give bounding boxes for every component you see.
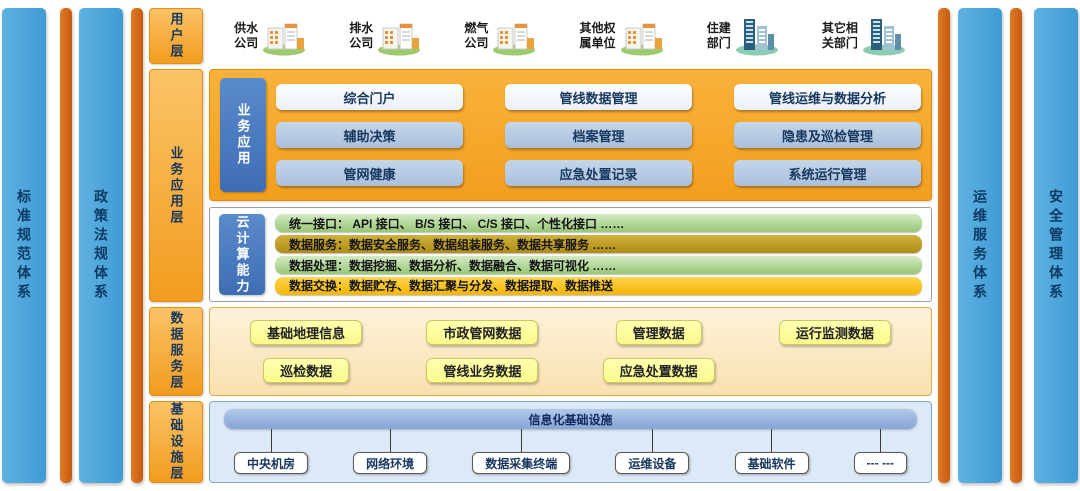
connector-line (771, 429, 772, 452)
cloud-row-data-processing: 数据处理：数据挖掘、数据分析、数据融合、数据可视化 …… (275, 256, 922, 274)
user-layer-label: 用户层 (149, 8, 203, 65)
entity-water-supply-company: 供水公司 (234, 16, 307, 56)
infra-item-button: 网络环境 (353, 452, 428, 474)
business-app-panel-label: 业务应用 (220, 78, 266, 193)
pillar-operations-system: 运维服务体系 (958, 8, 1002, 483)
data-node-button: 市政管网数据 (426, 320, 539, 346)
entity-label: 供水公司 (234, 20, 259, 51)
app-module-button: 管线运维与数据分析 (734, 84, 921, 111)
entity-label: 其它相关部门 (821, 20, 858, 51)
connector-line (879, 429, 881, 452)
entity-other-ownership-units: 其他权属单位 (580, 16, 665, 56)
infra-title-bar: 信息化基础设施 (224, 409, 917, 429)
user-layer-content: 供水公司 排水公司 燃气公司 (209, 8, 932, 65)
cloud-capability-rows: 统一接口： API 接口、 B/S 接口、 C/S 接口、个性化接口 …… 数据… (275, 214, 922, 295)
infra-item: 网络环境 (353, 429, 428, 474)
data-node-button: 基础地理信息 (250, 320, 363, 346)
infra-item: 数据采集终端 (472, 429, 571, 474)
buildings-icon (261, 16, 307, 56)
pillar-security-system: 安全管理体系 (1034, 8, 1078, 483)
pillar-label: 运维服务体系 (972, 188, 988, 303)
app-module-button: 综合门户 (276, 84, 463, 111)
data-service-layer: 数据服务层 基础地理信息 市政管网数据 管理数据 运行监测数据 巡检数据 管线业… (149, 306, 932, 396)
entity-label: 其他权属单位 (579, 20, 616, 51)
entity-label: 排水公司 (349, 20, 374, 51)
entity-gas-company: 燃气公司 (464, 16, 537, 56)
entity-label: 住建部门 (706, 20, 731, 51)
pillar-label: 标准规范体系 (16, 188, 32, 303)
data-node-button: 管线业务数据 (426, 357, 539, 383)
connector-line (651, 429, 653, 452)
data-node-button: 运行监测数据 (778, 320, 891, 346)
business-layer-label: 业务应用层 (149, 69, 203, 302)
data-node-button: 巡检数据 (263, 357, 350, 383)
app-module-button: 系统运行管理 (734, 160, 921, 187)
infra-item-row: 中央机房 网络环境 数据采集终端 运维设备 (220, 429, 921, 474)
buildings-icon (376, 16, 422, 56)
infra-item-button: 运维设备 (615, 452, 690, 474)
orange-divider (938, 8, 950, 483)
infra-item-button: 中央机房 (234, 452, 309, 474)
pillar-standards-system: 标准规范体系 (2, 8, 46, 483)
buildings-icon (619, 16, 665, 56)
infra-item-button: --- --- (853, 452, 907, 474)
infra-item: 中央机房 (234, 429, 309, 474)
infrastructure-layer: 基础设施层 信息化基础设施 中央机房 网络环境 数据采集终端 (149, 401, 932, 483)
app-module-button: 应急处置记录 (505, 160, 692, 187)
business-layer-content: 业务应用 综合门户 管线数据管理 管线运维与数据分析 辅助决策 档案管理 隐患及… (209, 69, 932, 302)
pillar-label: 安全管理体系 (1048, 188, 1064, 303)
layers-stack: 用户层 供水公司 排水公司 (149, 8, 932, 483)
infra-item: 运维设备 (615, 429, 690, 474)
pillar-label: 政策法规体系 (93, 188, 109, 303)
cloud-row-data-exchange: 数据交换：数据贮存、数据汇聚与分发、数据提取、数据推送 (275, 276, 922, 295)
business-app-panel: 业务应用 综合门户 管线数据管理 管线运维与数据分析 辅助决策 档案管理 隐患及… (209, 69, 932, 202)
connector-line (270, 429, 272, 452)
cloud-row-data-service: 数据服务：数据安全服务、数据组装服务、数据共享服务 …… (275, 235, 922, 254)
app-module-button: 管线数据管理 (505, 84, 692, 111)
data-layer-label: 数据服务层 (149, 306, 203, 396)
data-node-button: 管理数据 (615, 320, 702, 346)
skyscraper-icon (861, 16, 907, 56)
app-module-button: 隐患及巡检管理 (734, 122, 921, 149)
app-module-button: 管网健康 (276, 160, 463, 187)
infra-item: --- --- (853, 429, 907, 474)
app-module-button: 辅助决策 (276, 122, 463, 149)
data-node-button: 应急处置数据 (602, 357, 715, 383)
cloud-computing-panel: 云计算能力 统一接口： API 接口、 B/S 接口、 C/S 接口、个性化接口… (209, 207, 932, 302)
app-module-button: 档案管理 (505, 122, 692, 149)
data-layer-content: 基础地理信息 市政管网数据 管理数据 运行监测数据 巡检数据 管线业务数据 应急… (209, 306, 932, 396)
buildings-icon (491, 16, 537, 56)
skyscraper-icon (734, 16, 780, 56)
connector-line (520, 429, 522, 452)
orange-divider (1010, 8, 1022, 483)
entity-drainage-company: 排水公司 (349, 16, 422, 56)
pillar-policy-system: 政策法规体系 (79, 8, 123, 483)
infra-item-button: 数据采集终端 (472, 452, 571, 474)
app-module-grid: 综合门户 管线数据管理 管线运维与数据分析 辅助决策 档案管理 隐患及巡检管理 … (276, 78, 921, 192)
user-layer: 用户层 供水公司 排水公司 (149, 8, 932, 65)
orange-divider (60, 8, 72, 483)
cloud-panel-label: 云计算能力 (219, 214, 265, 295)
infra-item: 基础软件 (734, 429, 809, 474)
business-application-layer: 业务应用层 业务应用 综合门户 管线数据管理 管线运维与数据分析 辅助决策 档案… (149, 69, 932, 302)
orange-divider (131, 8, 143, 483)
connector-line (389, 429, 391, 452)
entity-housing-construction-dept: 住建部门 (707, 16, 780, 56)
infra-layer-content: 信息化基础设施 中央机房 网络环境 数据采集终端 (209, 401, 932, 483)
entity-label: 燃气公司 (464, 20, 489, 51)
infra-layer-label: 基础设施层 (149, 401, 203, 483)
entity-other-related-depts: 其它相关部门 (822, 16, 907, 56)
cloud-row-unified-interface: 统一接口： API 接口、 B/S 接口、 C/S 接口、个性化接口 …… (275, 214, 922, 233)
infra-item-button: 基础软件 (734, 452, 809, 474)
